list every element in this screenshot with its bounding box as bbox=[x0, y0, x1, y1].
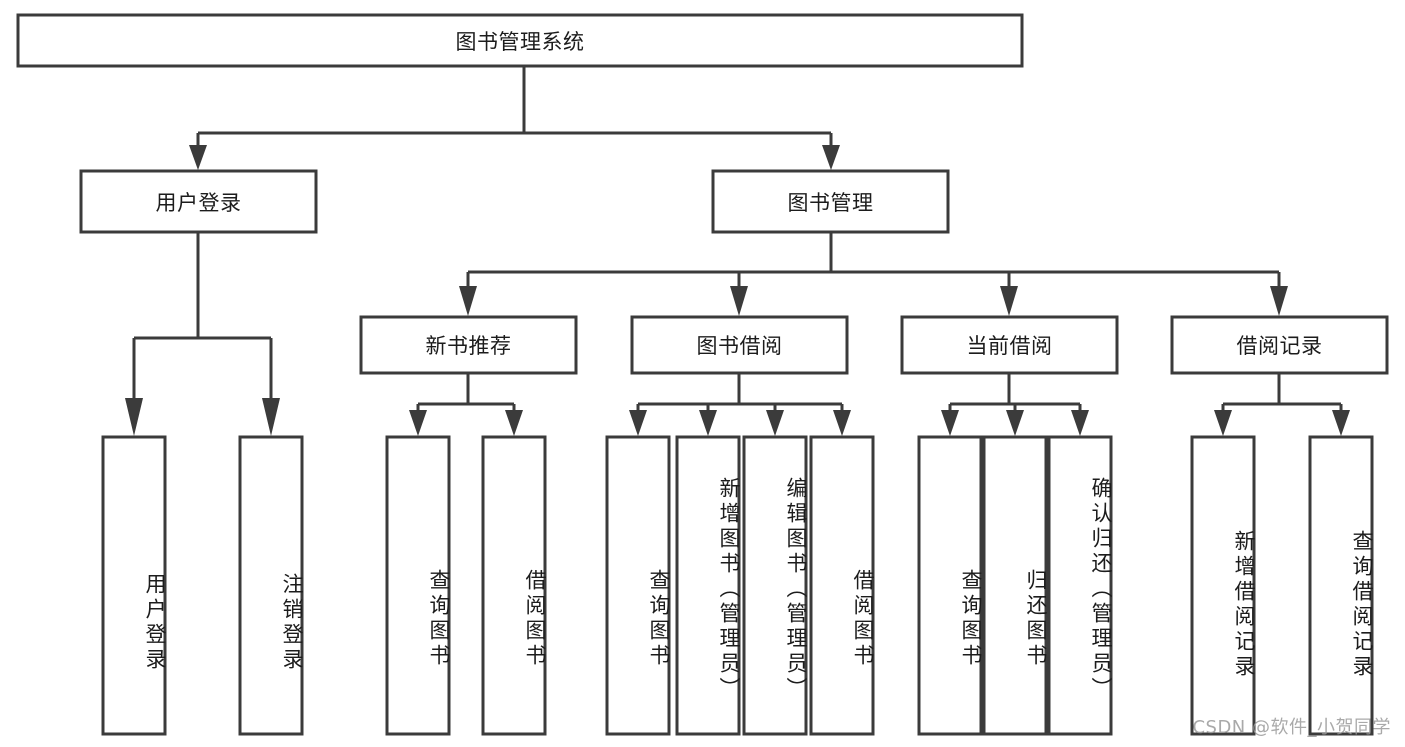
arrowhead-cb-leaf-3 bbox=[1071, 410, 1089, 436]
node-rect-leaf-bb-query-book[interactable] bbox=[605, 435, 671, 736]
arrowhead-book-manage bbox=[822, 145, 840, 170]
arrowhead-br-leaf-1 bbox=[1214, 410, 1232, 436]
arrowhead-leaf-user-login bbox=[125, 398, 143, 436]
arrowhead-bb-leaf-3 bbox=[766, 410, 784, 436]
arrowhead-current-borrow bbox=[1000, 286, 1018, 316]
arrowhead-user-login bbox=[189, 145, 207, 170]
node-rect-leaf-user-login[interactable] bbox=[101, 435, 167, 736]
arrowhead-leaf-logout bbox=[262, 398, 280, 436]
node-rect-leaf-cb-return-book[interactable] bbox=[982, 435, 1048, 736]
arrowhead-nbr-leaf-1 bbox=[409, 410, 427, 436]
node-rect-leaf-nbr-borrow-book[interactable] bbox=[481, 435, 547, 736]
node-rect-user-login[interactable] bbox=[79, 169, 318, 234]
node-rect-leaf-nbr-query-book[interactable] bbox=[385, 435, 451, 736]
node-rect-new-book-recommend[interactable] bbox=[359, 315, 578, 375]
arrowhead-new-book-recommend bbox=[459, 286, 477, 316]
node-rect-leaf-br-query-record[interactable] bbox=[1308, 435, 1374, 736]
node-rect-borrow-record[interactable] bbox=[1170, 315, 1389, 375]
node-rect-leaf-br-add-record[interactable] bbox=[1190, 435, 1256, 736]
arrowhead-cb-leaf-2 bbox=[1006, 410, 1024, 436]
node-rect-current-borrow[interactable] bbox=[900, 315, 1119, 375]
arrowhead-br-leaf-2 bbox=[1332, 410, 1350, 436]
node-rect-book-borrow[interactable] bbox=[630, 315, 849, 375]
arrowhead-nbr-leaf-2 bbox=[505, 410, 523, 436]
node-rect-leaf-bb-borrow-book[interactable] bbox=[809, 435, 875, 736]
node-rect-book-manage[interactable] bbox=[711, 169, 950, 234]
node-rect-leaf-bb-edit-book[interactable] bbox=[742, 435, 808, 736]
node-rect-leaf-bb-add-book[interactable] bbox=[675, 435, 741, 736]
node-rect-root[interactable] bbox=[16, 13, 1024, 68]
node-rect-leaf-cb-query-book[interactable] bbox=[917, 435, 983, 736]
watermark-text: CSDN @软件_小贺同学 bbox=[1192, 717, 1391, 738]
arrowhead-bb-leaf-2 bbox=[699, 410, 717, 436]
arrowhead-bb-leaf-1 bbox=[629, 410, 647, 436]
arrowhead-borrow-record bbox=[1270, 286, 1288, 316]
node-rect-leaf-logout[interactable] bbox=[238, 435, 304, 736]
node-rect-leaf-cb-confirm-return[interactable] bbox=[1047, 435, 1113, 736]
arrowhead-cb-leaf-1 bbox=[941, 410, 959, 436]
arrowhead-book-borrow bbox=[730, 286, 748, 316]
arrowhead-bb-leaf-4 bbox=[833, 410, 851, 436]
